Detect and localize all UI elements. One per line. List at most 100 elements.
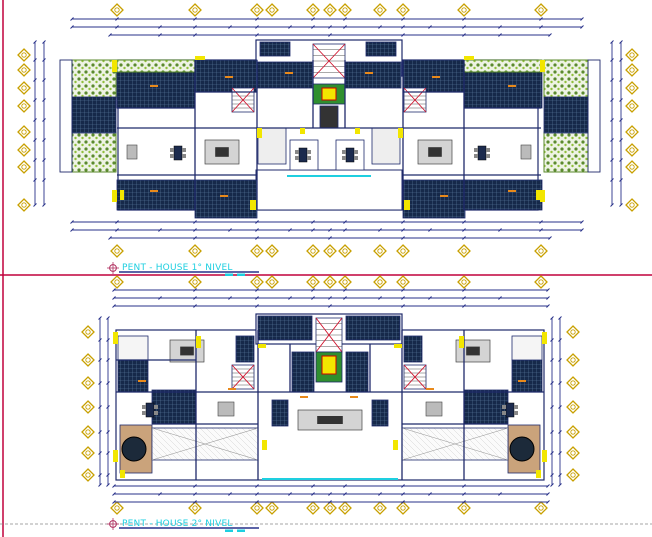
- grid-marker-icon: [188, 3, 202, 17]
- grid-marker-circle: [192, 248, 198, 254]
- dimension-tick: [288, 492, 292, 496]
- grid-marker-circle: [269, 248, 275, 254]
- grid-marker-diamond: [625, 198, 639, 212]
- dimension-tick: [228, 492, 232, 496]
- tiled-floor-zone: [463, 179, 543, 211]
- dimension-tick: [255, 228, 259, 232]
- furniture-dining-set: [342, 147, 358, 163]
- planter-garden: [543, 59, 589, 99]
- grid-marker-diamond: [250, 275, 264, 289]
- dimension-tick: [558, 358, 562, 362]
- grid-marker-icon: [625, 99, 639, 113]
- furniture-dining-set: [474, 145, 490, 161]
- grid-marker-icon: [323, 275, 337, 289]
- grid-marker-circle: [629, 52, 635, 58]
- dimension-tick: [462, 484, 466, 488]
- grid-marker-icon: [534, 3, 548, 17]
- plan-title: PENT - HOUSE 2° NIVEL: [122, 519, 233, 529]
- dimension-tick: [498, 492, 502, 496]
- grid-marker-icon: [250, 501, 264, 515]
- grid-marker-diamond: [566, 353, 580, 367]
- grid-marker-icon: [534, 244, 548, 258]
- grid-marker-diamond: [81, 325, 95, 339]
- dimension-tick: [328, 33, 332, 37]
- grid-marker-icon: [17, 81, 31, 95]
- grid-marker-diamond: [457, 244, 471, 258]
- grid-marker-diamond: [306, 3, 320, 17]
- grid-marker-diamond: [625, 48, 639, 62]
- grid-marker-diamond: [566, 325, 580, 339]
- grid-marker-icon: [373, 501, 387, 515]
- grid-marker-circle: [114, 505, 120, 511]
- dimension-tick: [106, 338, 110, 342]
- dimension-tick: [401, 304, 405, 308]
- dimension-tick: [193, 304, 197, 308]
- grid-marker-circle: [310, 7, 316, 13]
- dimension-tick: [328, 492, 332, 496]
- furniture-accent: [440, 195, 448, 197]
- furniture-dining-set: [295, 147, 311, 163]
- dimension-tick: [378, 25, 382, 29]
- bath-left: [117, 335, 149, 361]
- grid-marker-diamond: [625, 125, 639, 139]
- dimension-tick: [550, 381, 554, 385]
- dimension-tick: [539, 25, 543, 29]
- grid-marker-circle: [400, 505, 406, 511]
- dimension-tick: [619, 178, 623, 182]
- grid-marker-circle: [461, 505, 467, 511]
- dimension-tick: [70, 220, 74, 224]
- grid-marker-diamond: [534, 501, 548, 515]
- grid-marker-circle: [629, 129, 635, 135]
- dimension-tick: [550, 473, 554, 477]
- dimension-tick: [112, 484, 116, 488]
- grid-marker-icon: [338, 244, 352, 258]
- dimension-tick: [106, 430, 110, 434]
- grid-marker-diamond: [265, 3, 279, 17]
- grid-marker-diamond: [110, 501, 124, 515]
- grid-marker-diamond: [396, 275, 410, 289]
- grid-marker-icon: [534, 501, 548, 515]
- dimension-tick: [462, 33, 466, 37]
- grid-marker-diamond: [306, 501, 320, 515]
- grid-marker-circle: [629, 147, 635, 153]
- dimension-tick: [158, 33, 162, 37]
- dimension-tick: [462, 296, 466, 300]
- grid-marker-circle: [269, 7, 275, 13]
- grid-marker-diamond: [17, 81, 31, 95]
- dining-chair: [486, 154, 490, 158]
- dimension-tick: [462, 236, 466, 240]
- furniture-dining-set: [170, 145, 186, 161]
- dimension-tick: [255, 304, 259, 308]
- grid-marker-icon: [457, 3, 471, 17]
- grid-marker-circle: [629, 164, 635, 170]
- stair: [312, 43, 346, 79]
- dimension-tick: [288, 296, 292, 300]
- dimension-tick: [546, 296, 550, 300]
- furniture-accent: [350, 396, 358, 398]
- grid-marker-diamond: [265, 244, 279, 258]
- dimension-tick: [580, 228, 584, 232]
- furniture-accent: [432, 76, 440, 78]
- dimension-tick: [610, 58, 614, 62]
- dimension-tick: [558, 483, 562, 487]
- dimension-tick: [193, 236, 197, 240]
- dimension-tick: [158, 296, 162, 300]
- tiled-floor-zone: [117, 359, 149, 393]
- grid-marker-diamond: [457, 3, 471, 17]
- dimension-tick: [33, 118, 37, 122]
- dimension-tick: [343, 220, 347, 224]
- dimension-tick: [619, 58, 623, 62]
- grid-marker-icon: [110, 244, 124, 258]
- grid-marker-circle: [538, 279, 544, 285]
- grid-marker-diamond: [17, 198, 31, 212]
- grid-marker-icon: [188, 244, 202, 258]
- dimension-tick: [546, 500, 550, 504]
- tiled-floor-zone: [116, 179, 196, 211]
- tiled-floor-zone: [371, 399, 389, 427]
- grid-marker-icon: [250, 3, 264, 17]
- title-scale-bar: [225, 273, 233, 276]
- grid-marker-circle: [310, 505, 316, 511]
- grid-marker-diamond: [373, 275, 387, 289]
- tiled-floor-zone: [194, 179, 258, 219]
